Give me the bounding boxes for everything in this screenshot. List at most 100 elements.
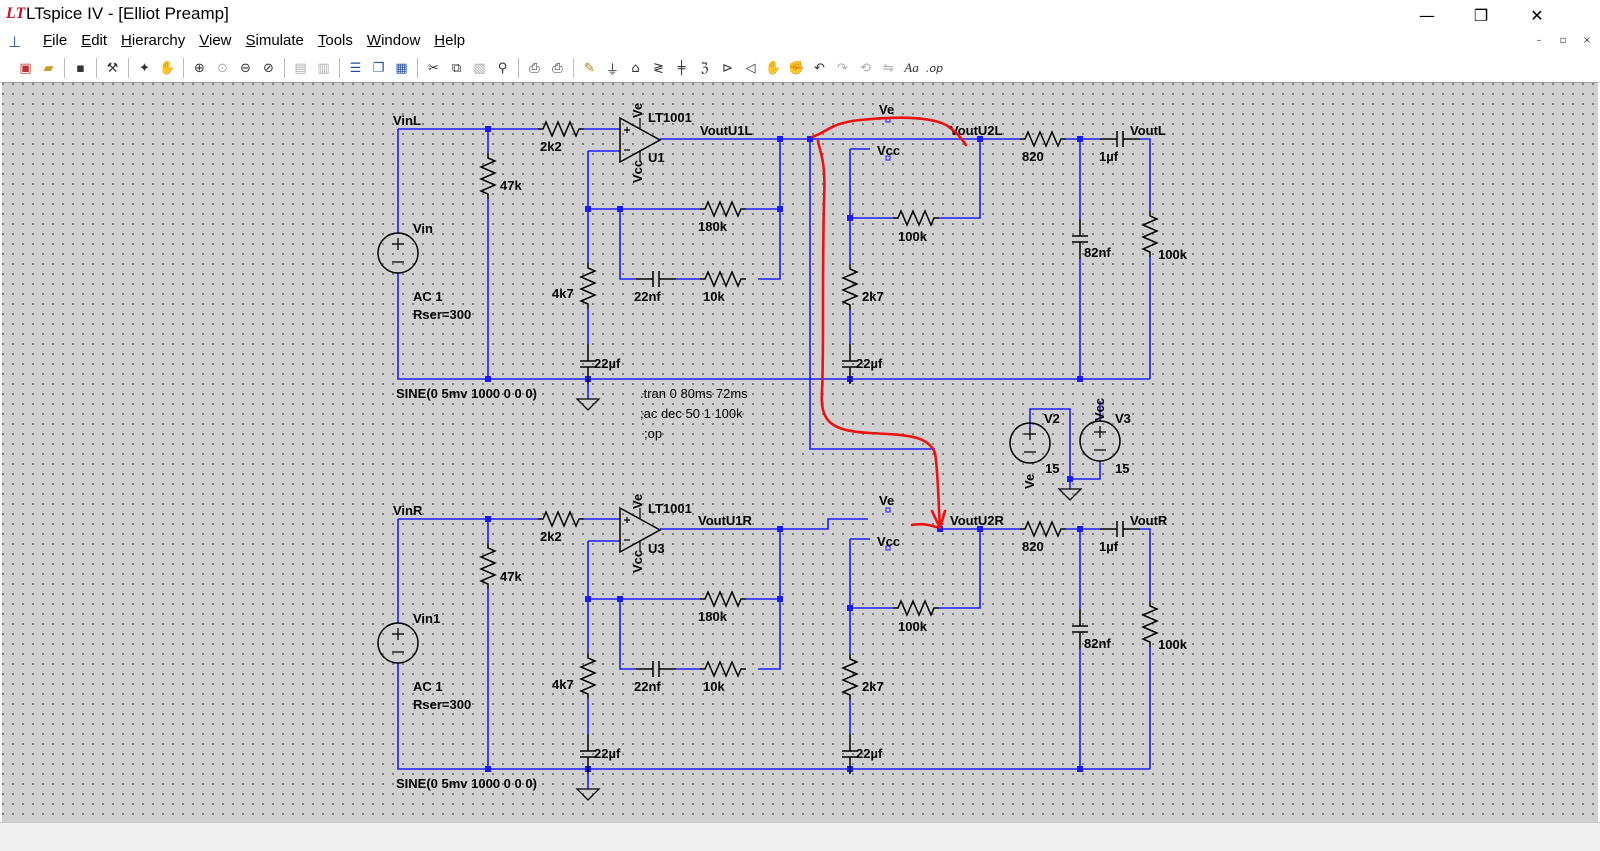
net-label-voutu1l[interactable]: VoutU1L	[700, 123, 753, 138]
source-rser-label[interactable]: Rser=300	[413, 697, 471, 712]
mdi-restore-button[interactable]: ▫	[1559, 35, 1567, 46]
paste-icon[interactable]: ▧	[473, 60, 486, 76]
spice-directive-icon[interactable]: .op	[925, 61, 944, 75]
opamp-model-label[interactable]: LT1001	[648, 110, 692, 125]
net-label-vcc[interactable]: Vcc	[877, 143, 900, 158]
resistor-2k2-label[interactable]: 2k2	[540, 529, 562, 544]
capacitor-1uf-label[interactable]: 1µf	[1099, 539, 1119, 554]
run-icon[interactable]: ✦	[139, 60, 150, 76]
capacitor-22uf-label[interactable]: 22µf	[856, 356, 883, 371]
source-v2-value[interactable]: 15	[1045, 461, 1059, 476]
source-v3-value[interactable]: 15	[1115, 461, 1129, 476]
resistor-100k-label[interactable]: 100k	[898, 229, 928, 244]
opamp-vcc-pin[interactable]: Vcc	[630, 550, 645, 573]
net-label-voutu2r[interactable]: VoutU2R	[950, 513, 1005, 528]
print-setup-icon[interactable]: ⎙	[529, 60, 540, 76]
zoom-out-icon[interactable]: ⊖	[240, 60, 251, 76]
minimize-button[interactable]: —	[1419, 5, 1435, 25]
capacitor-22nf-label[interactable]: 22nf	[634, 679, 661, 694]
opamp-ve-pin[interactable]: Ve	[630, 103, 645, 118]
opamp-vcc-pin[interactable]: Vcc	[630, 160, 645, 183]
find-icon[interactable]: ⚲	[497, 60, 508, 76]
document-menu-icon[interactable]: ⊥	[8, 33, 22, 51]
zoom-cancel-icon[interactable]: ⊘	[263, 60, 274, 76]
directive-tran[interactable]: .tran 0 80ms 72ms	[640, 386, 748, 401]
cut-icon[interactable]: ✂	[428, 60, 439, 76]
source-sine-label[interactable]: SINE(0 5mv 1000 0 0 0)	[396, 776, 537, 791]
menu-simulate[interactable]: Simulate	[245, 32, 304, 49]
print-icon[interactable]: ⎙	[552, 60, 563, 76]
new-schematic-icon[interactable]: ▣	[19, 60, 32, 76]
directive-op[interactable]: ;op	[644, 426, 662, 441]
control-panel-icon[interactable]: ⚒	[106, 60, 119, 76]
capacitor-22uf-label[interactable]: 22µf	[594, 356, 621, 371]
net-label-vcc[interactable]: Vcc	[877, 534, 900, 549]
rotate-icon[interactable]: ⟲	[860, 60, 871, 76]
net-label-voutl[interactable]: VoutL	[1130, 123, 1166, 138]
net-label-voutu2l[interactable]: VoutU2L	[950, 123, 1003, 138]
zoom-area-icon[interactable]: ⊙	[217, 60, 228, 76]
mirror-icon[interactable]: ⇋	[883, 60, 894, 76]
source-rser-label[interactable]: Rser=300	[413, 307, 471, 322]
capacitor-22uf-label[interactable]: 22µf	[594, 746, 621, 761]
copy-icon[interactable]: ⧉	[451, 60, 462, 76]
ground-icon[interactable]: ⏚	[605, 62, 619, 78]
drag-icon[interactable]: ✊	[788, 60, 805, 76]
open-icon[interactable]: ▰	[43, 60, 54, 76]
capacitor-1uf-label[interactable]: 1µf	[1099, 149, 1119, 164]
fit-icon[interactable]: ▥	[317, 60, 330, 76]
capacitor-22uf-label[interactable]: 22µf	[856, 746, 883, 761]
menu-edit[interactable]: Edit	[81, 32, 108, 49]
net-label-voutu1r[interactable]: VoutU1R	[698, 513, 753, 528]
diode-icon[interactable]: ⊳	[722, 60, 733, 76]
autoscale-icon[interactable]: ▤	[294, 60, 307, 76]
capacitor-82nf-label[interactable]: 82nf	[1084, 245, 1111, 260]
redo-icon[interactable]: ↷	[837, 60, 848, 76]
menu-window[interactable]: Window	[366, 32, 421, 49]
move-icon[interactable]: ✋	[765, 60, 782, 76]
schematic-canvas[interactable]: VinL Vin AC 1 Rser=300 SINE(0 5mv 1000 0…	[2, 82, 1598, 823]
net-label-v3-vcc[interactable]: Vcc	[1092, 398, 1107, 421]
source-v2-ref[interactable]: V2	[1044, 411, 1060, 426]
menu-file[interactable]: File	[43, 32, 68, 49]
close-button[interactable]: ✕	[1530, 5, 1544, 25]
resistor-47k-label[interactable]: 47k	[500, 178, 522, 193]
resistor-180k-label[interactable]: 180k	[698, 609, 728, 624]
component-icon[interactable]: ◁	[745, 60, 756, 76]
menu-help[interactable]: Help	[434, 32, 466, 49]
draw-wire-icon[interactable]: ✎	[584, 60, 595, 76]
net-label-ve[interactable]: Ve	[879, 493, 894, 508]
net-label-vinr[interactable]: VinR	[393, 503, 423, 518]
source-ac-label[interactable]: AC 1	[413, 289, 443, 304]
maximize-button[interactable]: ❐	[1473, 5, 1489, 25]
capacitor-22nf-label[interactable]: 22nf	[634, 289, 661, 304]
resistor-47k-label[interactable]: 47k	[500, 569, 522, 584]
capacitor-icon[interactable]: ╪	[677, 60, 686, 76]
net-label-ve[interactable]: Ve	[879, 102, 894, 117]
resistor-100k-load-label[interactable]: 100k	[1158, 637, 1188, 652]
label-net-icon[interactable]: ⌂	[631, 60, 640, 76]
halt-icon[interactable]: ✋	[159, 60, 176, 76]
source-sine-label[interactable]: SINE(0 5mv 1000 0 0 0)	[396, 386, 537, 401]
undo-icon[interactable]: ↶	[814, 60, 825, 76]
resistor-icon[interactable]: ≷	[653, 60, 664, 76]
tile-horizontal-icon[interactable]: ☰	[349, 60, 362, 76]
text-icon[interactable]: Aa	[904, 60, 919, 75]
resistor-2k2-label[interactable]: 2k2	[540, 139, 562, 154]
inductor-icon[interactable]: ℨ	[700, 60, 709, 76]
net-label-vinl[interactable]: VinL	[393, 113, 421, 128]
tile-vertical-icon[interactable]: ▦	[395, 60, 408, 76]
resistor-4k7-label[interactable]: 4k7	[552, 286, 574, 301]
directive-ac[interactable]: ;ac dec 50 1 100k	[640, 406, 743, 421]
mdi-minimize-button[interactable]: –	[1536, 35, 1542, 46]
opamp-ref-label[interactable]: U1	[648, 150, 665, 165]
resistor-100k-load-label[interactable]: 100k	[1158, 247, 1188, 262]
source-name-vin1[interactable]: Vin1	[413, 611, 440, 626]
resistor-10k-label[interactable]: 10k	[703, 679, 725, 694]
cascade-icon[interactable]: ❐	[372, 60, 385, 76]
resistor-820-label[interactable]: 820	[1022, 149, 1044, 164]
opamp-model-label[interactable]: LT1001	[648, 501, 692, 516]
resistor-2k7-label[interactable]: 2k7	[862, 289, 884, 304]
capacitor-82nf-label[interactable]: 82nf	[1084, 636, 1111, 651]
net-label-v2-ve[interactable]: Ve	[1022, 474, 1037, 489]
